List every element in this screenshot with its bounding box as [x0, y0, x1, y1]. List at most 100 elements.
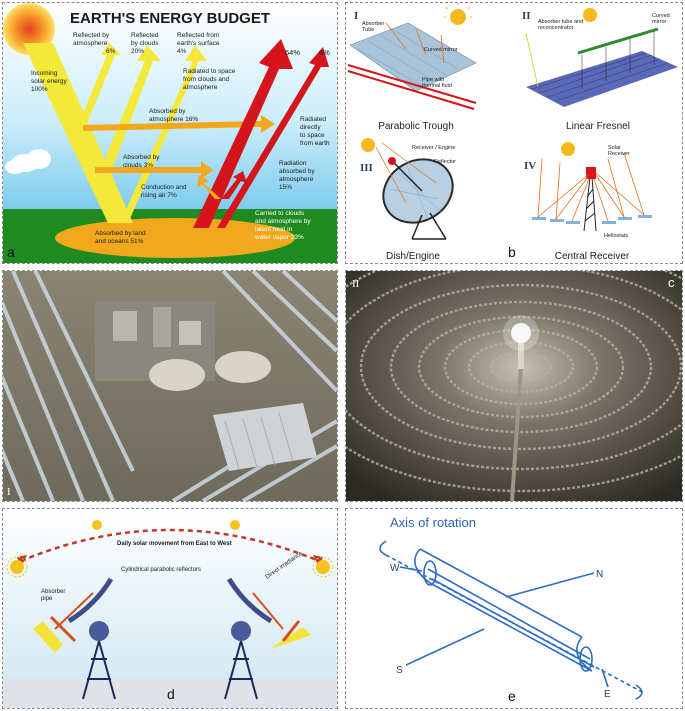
reflector-label: Reflector — [434, 159, 456, 165]
storage-tank — [215, 351, 271, 383]
incoming-label-3: 100% — [31, 86, 48, 93]
photo-numeral-ii: II — [352, 278, 360, 290]
linear-fresnel-diagram: Absorber tube and reconcentrator Curved … — [522, 8, 678, 132]
trough-drawing — [379, 540, 645, 700]
arrow-east-icon — [313, 555, 323, 567]
abs-land-label-2: and oceans 51% — [95, 238, 144, 245]
refl-atm-label: Reflected by — [73, 32, 110, 39]
receiver-engine-label: Receiver / Engine — [412, 145, 455, 151]
photo-numeral-i: I — [7, 486, 11, 498]
refl-atm-label-3: 6% — [106, 48, 116, 55]
refl-surface-label: Reflected from — [177, 32, 219, 39]
rad-absorbed-label-2: absorbed by — [279, 168, 316, 175]
abs-land-label: Absorbed by land — [95, 230, 146, 237]
refl-surface-label-3: 4% — [177, 48, 187, 55]
engine-receiver — [388, 157, 396, 165]
sun-icon — [361, 138, 375, 152]
incoming-label: Incoming — [31, 70, 58, 77]
abs-clouds-label: Absorbed by — [123, 154, 160, 161]
tower-receiver-glow — [511, 323, 531, 343]
sun-icon — [92, 520, 102, 530]
sun-icon — [3, 3, 55, 55]
parabolic-trough-diagram: Absorber Tube Curved mirror Pipe with th… — [347, 3, 477, 132]
solar-receiver-label: Solar — [608, 145, 621, 151]
refl-clouds-label: Reflected — [131, 32, 159, 39]
solar-receiver — [586, 167, 596, 179]
solar-path-arc — [20, 528, 320, 563]
pct6-label: 6% — [319, 48, 330, 57]
west-label: W — [390, 563, 400, 574]
ground — [3, 679, 337, 708]
conduction-label: Conduction and — [141, 184, 187, 191]
rad-absorbed-label-4: 15% — [279, 184, 292, 191]
energy-budget-title: EARTH'S ENERGY BUDGET — [70, 10, 270, 27]
incoming-label-2: solar energy — [31, 78, 68, 85]
panel-a-energy-budget: EARTH'S ENERGY BUDGET Incoming solar ene… — [2, 2, 338, 264]
reflected-atm-arrow — [73, 43, 121, 138]
numeral-iv: IV — [524, 160, 536, 172]
abs-atm-label: Absorbed by — [149, 108, 186, 115]
central-receiver-title: Central Receiver — [555, 251, 630, 262]
dish-engine-title: Dish/Engine — [386, 251, 440, 262]
absorber-reconcentrator-label: Absorber tube and — [538, 19, 583, 25]
sun-icon — [230, 520, 240, 530]
conduction-label-2: rising air 7% — [141, 192, 177, 199]
left-trough-tracker — [33, 577, 116, 700]
numeral-ii: II — [522, 10, 531, 22]
north-label: N — [596, 569, 603, 580]
panel-d-letter: d — [167, 686, 175, 702]
absorbed-clouds-arrow — [95, 161, 213, 179]
east-label: E — [604, 689, 611, 700]
absorber-tube-label-2: Tube — [362, 27, 374, 33]
rad-absorbed-label-3: atmosphere — [279, 176, 314, 183]
refl-surface-label-2: earth's surface — [177, 40, 220, 47]
panel-a-letter: a — [7, 244, 15, 260]
fresnel-mirror-label: Curved — [652, 13, 670, 19]
heliostats-label: Heliostats — [604, 233, 628, 239]
rad-clouds-label: Radiated to space — [183, 68, 236, 75]
panel-e-letter: e — [508, 688, 516, 704]
central-receiver-diagram: Solar Receiver Heliostats IV Central Rec… — [524, 142, 652, 262]
heliostat-field-photo: II c — [345, 270, 683, 502]
panel-d-tracking: Daily solar movement from East to West C… — [2, 508, 338, 709]
rad-direct-label: Radiated — [300, 116, 326, 123]
power-block — [95, 301, 317, 471]
absorber-reconcentrator-label-2: reconcentrator — [538, 25, 574, 31]
rad-direct-label-4: from earth — [300, 140, 330, 147]
pipe-label-2: thermal fluid — [422, 83, 452, 89]
carried-label-2: and atmosphere by — [255, 218, 311, 225]
rad-absorbed-label: Radiation — [279, 160, 307, 167]
conduction-orange-arrow — [197, 175, 221, 199]
carried-label: Carried to clouds — [255, 210, 305, 217]
panel-e-axis: Axis of rotation W N S E e — [345, 508, 683, 709]
trough-plant-photo: I — [2, 270, 338, 502]
solar-receiver-label-2: Receiver — [608, 151, 630, 157]
sun-icon — [6, 556, 28, 578]
solar-movement-label: Daily solar movement from East to West — [117, 541, 232, 547]
conduction-arrow — [221, 171, 247, 199]
storage-tank — [149, 359, 205, 391]
axis-of-rotation-label: Axis of rotation — [390, 515, 476, 530]
abs-atm-label-2: atmosphere 16% — [149, 116, 198, 123]
reflected-clouds-arrow — [95, 45, 161, 183]
sun-icon — [312, 556, 334, 578]
parabolic-trough-title: Parabolic Trough — [378, 121, 454, 132]
dish-engine-diagram: Receiver / Engine Reflector III Dish/Eng… — [360, 138, 456, 262]
solar-tower — [518, 335, 524, 369]
radiated-direct-arrow — [217, 47, 329, 228]
pct64-label: 64% — [285, 48, 300, 57]
pipe-label: Pipe with — [422, 77, 444, 83]
absorber-pipe-label-2: pipe — [41, 596, 53, 602]
absorber-pipe-label: Absorber — [41, 589, 65, 595]
sun-icon — [450, 9, 466, 25]
rad-clouds-label-2: from clouds and — [183, 76, 230, 83]
sky-background — [3, 509, 337, 708]
fresnel-mirror-rows — [526, 51, 678, 107]
sun-icon — [583, 8, 597, 22]
reflected-surface-arrow — [121, 45, 207, 221]
numeral-iii: III — [360, 162, 373, 174]
panel-c-letter: c — [668, 275, 675, 290]
numeral-i: I — [354, 10, 358, 22]
linear-fresnel-title: Linear Fresnel — [566, 121, 630, 132]
abs-clouds-label-2: clouds 3% — [123, 162, 153, 169]
